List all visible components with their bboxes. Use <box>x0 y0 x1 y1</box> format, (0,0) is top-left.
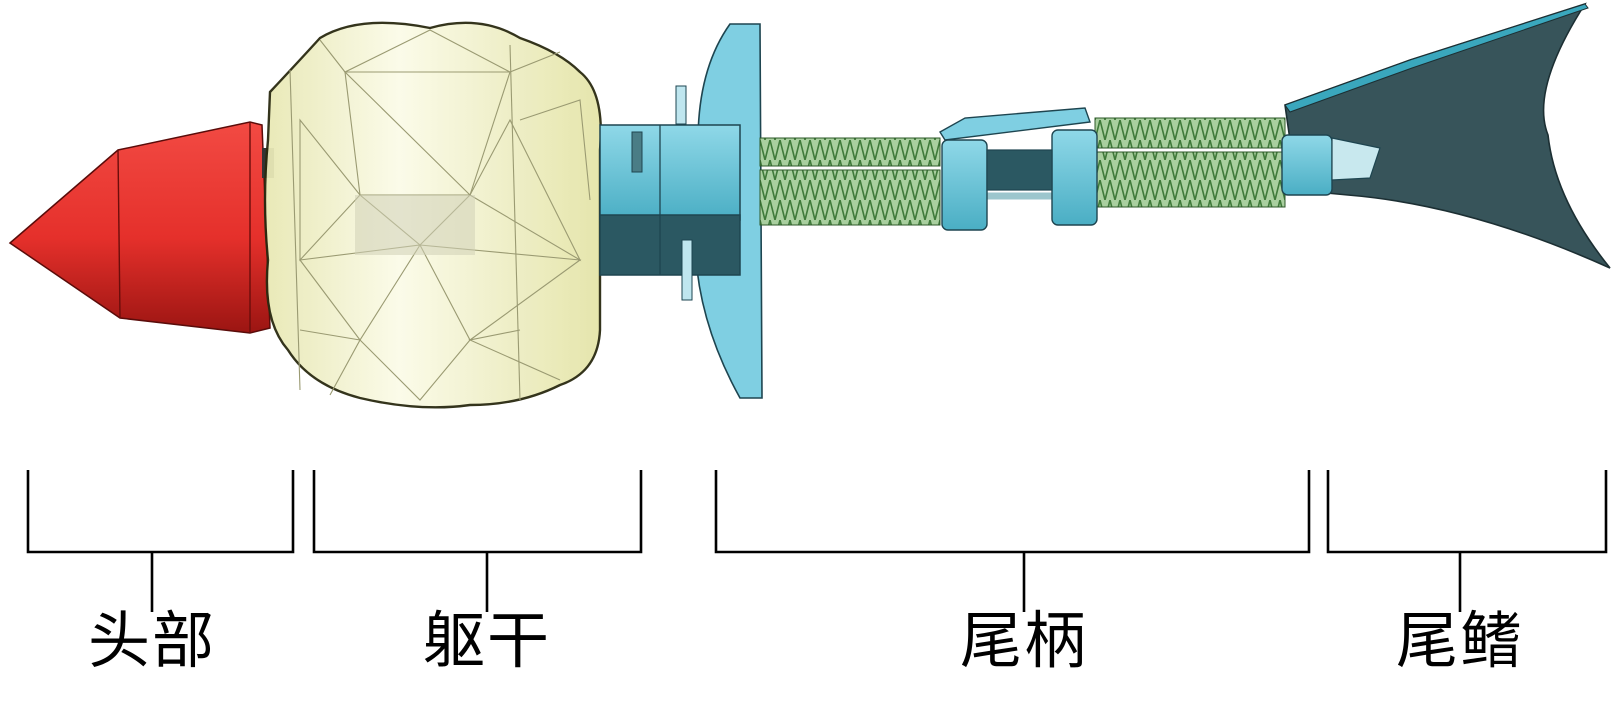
bracket-tail-fin <box>1326 470 1608 612</box>
head-part <box>8 121 274 334</box>
head-cone <box>8 121 271 334</box>
label-trunk: 躯干 <box>422 604 552 677</box>
tail-stem-part <box>599 23 1286 399</box>
bracket-tail-stem <box>714 470 1311 612</box>
mid-joint-right <box>1051 129 1098 226</box>
mid-joint-plate <box>939 107 1091 141</box>
label-head: 头部 <box>87 604 217 677</box>
mid-joint-center <box>986 149 1053 191</box>
mid-joint-left <box>941 139 988 231</box>
tail-joint <box>1281 134 1333 196</box>
joint-pin-bottom <box>681 239 693 301</box>
joint-pin-side <box>631 131 643 173</box>
spring-2-lower <box>1094 151 1286 208</box>
spring-1-lower <box>759 169 941 226</box>
label-tail-fin: 尾鳍 <box>1395 604 1525 677</box>
spring-1-upper <box>759 137 941 167</box>
tail-fin-part <box>1281 2 1611 269</box>
section-brackets <box>26 470 1608 612</box>
bracket-trunk <box>312 470 643 612</box>
label-tail-stem: 尾柄 <box>959 604 1089 677</box>
joint-pin-top <box>675 85 687 125</box>
caudal-fin <box>1284 2 1611 269</box>
head-seam <box>117 149 121 319</box>
joint-block-bottom <box>599 214 741 276</box>
trunk-gray-band <box>355 195 475 255</box>
tail-bracket-fin <box>1331 137 1381 181</box>
bracket-head <box>26 470 295 612</box>
joint-block-top <box>599 124 741 221</box>
trunk-part <box>263 21 602 409</box>
spring-2-upper <box>1094 117 1286 149</box>
caudal-fin-edge <box>1284 3 1589 113</box>
